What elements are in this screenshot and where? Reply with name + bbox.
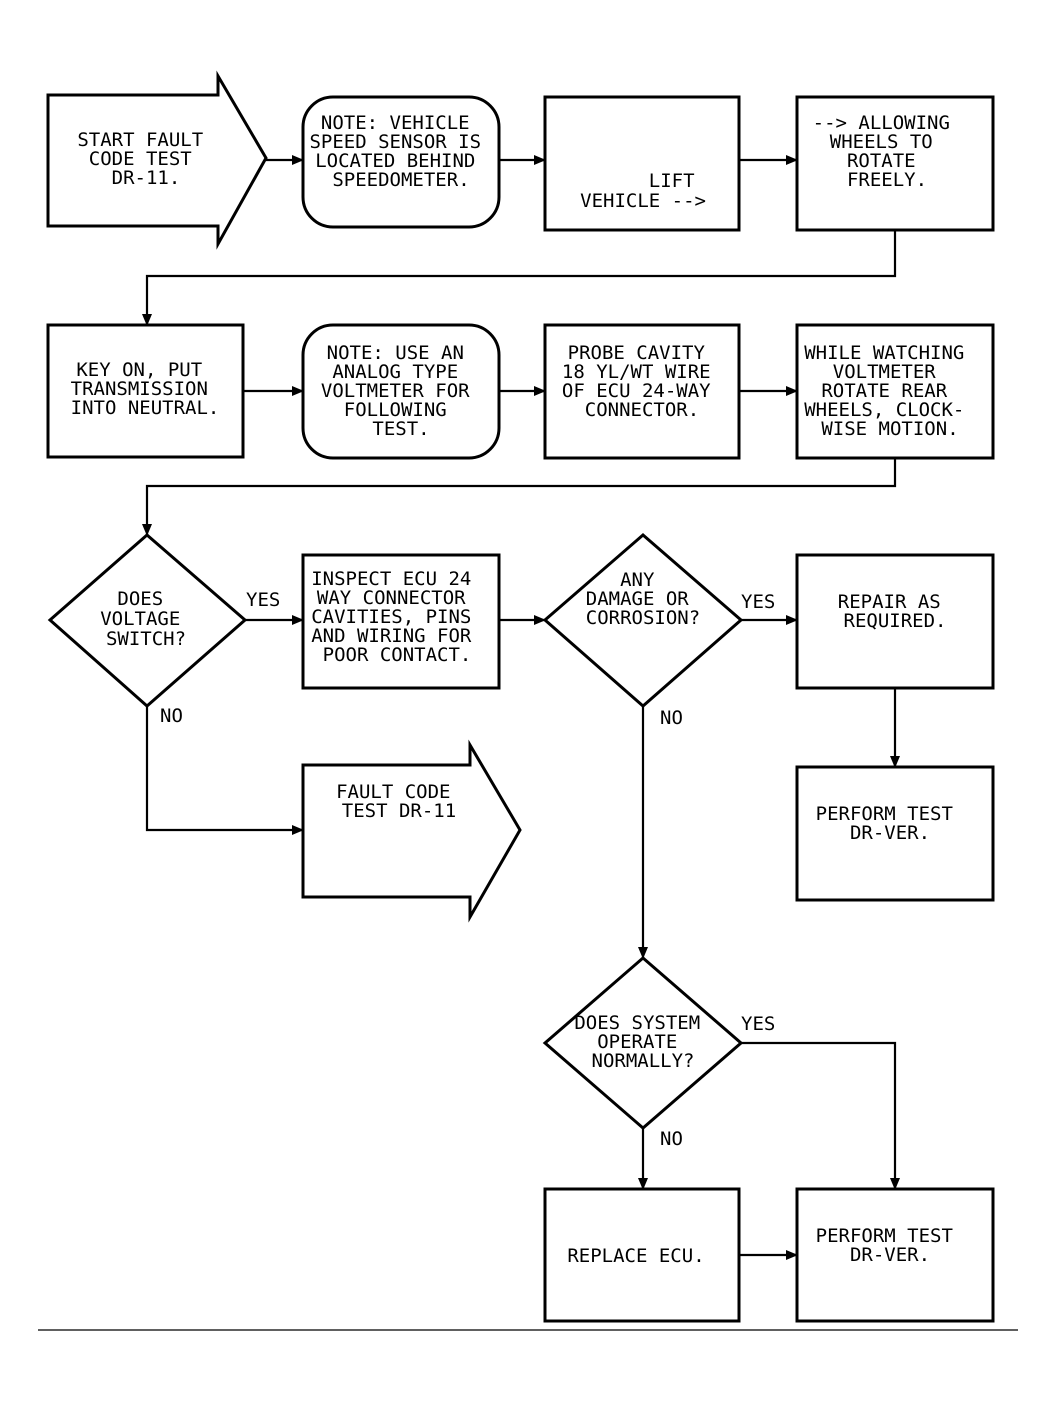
fault2-label: FAULT CODE TEST DR-11: [336, 781, 462, 822]
perform1-label: PERFORM TEST DR-VER.: [816, 803, 965, 844]
operate-decision-label: DOES SYSTEM OPERATE NORMALLY?: [574, 1012, 711, 1072]
probe-label: PROBE CAVITY 18 YL/WT WIRE OF ECU 24-WAY…: [562, 342, 722, 421]
edge-operate-yes-perform2: [741, 1041, 900, 1190]
replace-box: [543, 1187, 741, 1323]
yes-operate-label: YES: [741, 1013, 775, 1035]
inspect-label: INSPECT ECU 24 WAY CONNECTOR CAVITIES, P…: [311, 568, 483, 666]
edge-allowing-keyon: [142, 230, 897, 326]
edge-watching-voltage: [142, 458, 897, 536]
edge-voltage-no-fault2: [145, 706, 304, 835]
watching-label: WHILE WATCHING VOLTMETER ROTATE REAR WHE…: [804, 342, 976, 440]
start-label: START FAULT CODE TEST DR-11.: [77, 129, 214, 189]
no-operate-label: NO: [660, 1128, 683, 1150]
damage-decision-label: ANY DAMAGE OR CORROSION?: [586, 569, 700, 629]
allowing-box: [795, 95, 995, 232]
note1-label: NOTE: VEHICLE SPEED SENSOR IS LOCATED BE…: [309, 112, 492, 191]
fault2-arrow-shape: [301, 739, 522, 923]
no-damage-label: NO: [660, 707, 683, 729]
lift-box: [543, 95, 741, 232]
keyon-label: KEY ON, PUT TRANSMISSION INTO NEUTRAL.: [71, 359, 220, 419]
note2-label: NOTE: USE AN ANALOG TYPE VOLTMETER FOR F…: [321, 342, 481, 440]
lift-label: LIFT VEHICLE -->: [580, 170, 706, 212]
yes-voltage-label: YES: [246, 589, 280, 611]
replace-label: REPLACE ECU.: [567, 1245, 704, 1267]
keyon-box: [46, 323, 245, 459]
perform2-label: PERFORM TEST DR-VER.: [816, 1225, 965, 1266]
yes-damage-label: YES: [741, 591, 775, 613]
repair-box: [795, 553, 995, 690]
no-voltage-label: NO: [160, 705, 183, 727]
start-arrow-shape: [46, 70, 268, 250]
allowing-label: --> ALLOWING WHEELS TO ROTATE FREELY.: [813, 112, 962, 191]
repair-label: REPAIR AS REQUIRED.: [838, 591, 952, 632]
voltage-decision-label: DOES VOLTAGE SWITCH?: [100, 588, 192, 650]
inspect-box: [301, 553, 501, 690]
